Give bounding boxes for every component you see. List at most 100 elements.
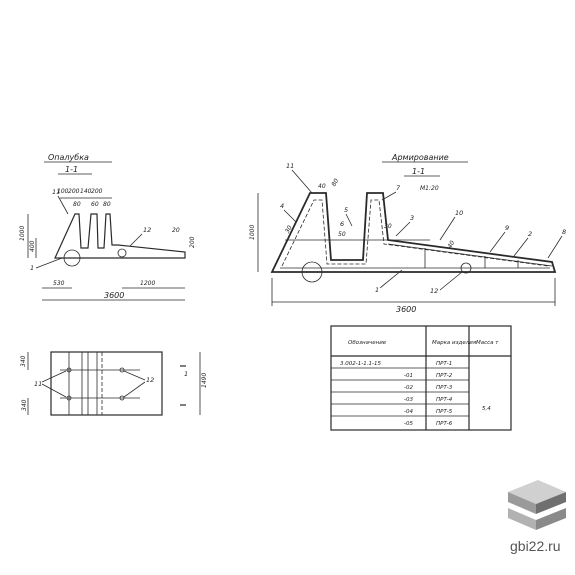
formwork-dim-7: 80 <box>103 201 111 208</box>
formwork-circle-right <box>117 248 127 258</box>
reinforcement-leader-2 <box>513 237 529 257</box>
formwork-section-label: 1-1 <box>65 165 78 174</box>
plan-label-12: 12 <box>146 376 154 384</box>
spec-row-2-mark: ПРТ-2 <box>436 373 453 379</box>
reinforcement-label-4: 4 <box>280 202 284 210</box>
plan-section-mark-label: 1 <box>184 370 188 378</box>
reinforcement-label-9: 9 <box>505 224 509 232</box>
spec-header-designation: Обозначение <box>348 340 387 346</box>
plan-dim-bottom: 340 <box>21 399 28 411</box>
plan-leader-12b <box>123 381 146 398</box>
reinforcement-section-label: 1-1 <box>412 167 425 176</box>
formwork-label-12: 12 <box>143 226 151 234</box>
reinforcement-leader-3 <box>395 221 411 237</box>
formwork-right-offset: 1200 <box>140 280 155 287</box>
formwork-end-w: 20 <box>172 227 180 234</box>
spec-table: Обозначение Марка изделия Масса т 3.002-… <box>330 325 512 431</box>
reinforcement-label-7: 7 <box>396 184 401 192</box>
spec-header-mark: Марка изделия <box>432 340 477 346</box>
reinforcement-circle-left <box>301 261 323 283</box>
spec-row-2-designation: -01 <box>404 373 413 379</box>
formwork-leader-1 <box>35 257 63 269</box>
reinforcement-circle-right <box>460 262 472 274</box>
watermark-slab-bottom-left <box>508 508 536 530</box>
formwork-left-offset: 530 <box>53 280 65 287</box>
reinforcement-inner-dim-1: 30 <box>284 224 294 234</box>
reinforcement-leader-5 <box>345 213 353 227</box>
reinforcement-label-1: 1 <box>375 286 379 294</box>
reinforcement-label-6: 6 <box>340 220 344 228</box>
spec-row-4-designation: -03 <box>404 397 413 403</box>
reinforcement-leader-9 <box>489 231 506 253</box>
plan-outline <box>50 351 163 416</box>
watermark-text: gbi22.ru <box>510 538 561 554</box>
reinforcement-inner-dim-4: 40 <box>446 239 456 249</box>
reinforcement-label-5: 5 <box>344 206 348 214</box>
formwork-label-11: 11 <box>52 188 60 196</box>
reinforcement-top-dim-1: 40 <box>318 183 326 190</box>
spec-row-5-mark: ПРТ-5 <box>436 409 453 415</box>
plan-dim-right: 1490 <box>201 373 208 388</box>
watermark-slab-top-right <box>536 492 566 514</box>
watermark-slab-bottom-right <box>536 508 566 530</box>
plan-leader-11a <box>41 370 67 383</box>
formwork-dim-6: 60 <box>91 201 99 208</box>
spec-row-5-designation: -04 <box>404 409 413 415</box>
reinforcement-top-dim-2: 80 <box>330 177 340 187</box>
reinforcement-title: Армирование <box>391 153 449 162</box>
spec-mass-value: 5,4 <box>482 406 491 412</box>
spec-row-1-mark: ПРТ-1 <box>436 361 452 367</box>
reinforcement-leader-4 <box>283 209 297 223</box>
reinforcement-leader-11 <box>291 169 313 194</box>
reinforcement-leader-8 <box>547 235 563 259</box>
spec-table-frame <box>330 325 512 431</box>
plan-hole-3 <box>119 367 125 373</box>
formwork-dim-1: 100 <box>57 188 69 195</box>
formwork-outline <box>54 213 186 259</box>
plan-leader-12a <box>123 370 146 381</box>
formwork-height-dim: 1000 <box>19 226 26 241</box>
reinforcement-inner-dim-3: 50 <box>338 231 346 238</box>
reinforcement-leader-12 <box>439 271 463 291</box>
reinforcement-leader-1 <box>379 269 403 289</box>
reinforcement-label-12: 12 <box>430 287 438 295</box>
plan-dim-top: 340 <box>20 355 27 367</box>
formwork-base-dim: 400 <box>29 240 36 252</box>
reinforcement-height-dim: 1000 <box>249 225 256 240</box>
formwork-leader-12 <box>129 233 143 247</box>
reinforcement-slope-bar <box>387 243 553 267</box>
spec-row-1-designation: 3.002-1-1.1-15 <box>340 361 381 367</box>
spec-header-mass: Масса т <box>476 340 499 346</box>
watermark-slab-top-left <box>508 492 536 514</box>
reinforcement-scale: М1:20 <box>420 185 439 192</box>
plan-leader-11b <box>41 383 67 398</box>
formwork-dim-2: 200 <box>68 188 80 195</box>
formwork-title: Опалубка <box>48 153 89 162</box>
spec-row-6-designation: -05 <box>404 421 413 427</box>
formwork-dim-5: 80 <box>73 201 81 208</box>
spec-row-6-mark: ПРТ-6 <box>436 421 453 427</box>
plan-hole-2 <box>66 395 72 401</box>
reinforcement-leader-10 <box>439 216 456 241</box>
reinforcement-label-10: 10 <box>455 209 463 217</box>
reinforcement-total-width: 3600 <box>396 305 416 314</box>
plan-view: 340 340 11 12 1 1490 <box>20 351 208 416</box>
plan-hole-1 <box>66 367 72 373</box>
formwork-total-width: 3600 <box>104 291 124 300</box>
spec-row-3-mark: ПРТ-3 <box>436 385 453 391</box>
reinforcement-label-8: 8 <box>562 228 566 236</box>
plan-label-11: 11 <box>34 380 42 388</box>
formwork-label-1: 1 <box>30 264 34 272</box>
formwork-end-h: 200 <box>189 236 196 248</box>
spec-row-4-mark: ПРТ-4 <box>436 397 453 403</box>
formwork-dim-3: 140 <box>80 188 92 195</box>
watermark-slab-top <box>508 480 566 504</box>
reinforcement-leader-7 <box>381 191 397 201</box>
reinforcement-label-11: 11 <box>286 162 294 170</box>
formwork-circle-left <box>63 249 81 267</box>
reinforcement-section-view: Армирование 1-1 М1:20 1000 40 80 30 30 5… <box>249 153 566 314</box>
plan-hole-4 <box>119 395 125 401</box>
spec-row-3-designation: -02 <box>404 385 413 391</box>
formwork-section-view: Опалубка 1-1 100 200 140 200 80 60 80 10… <box>19 153 196 301</box>
